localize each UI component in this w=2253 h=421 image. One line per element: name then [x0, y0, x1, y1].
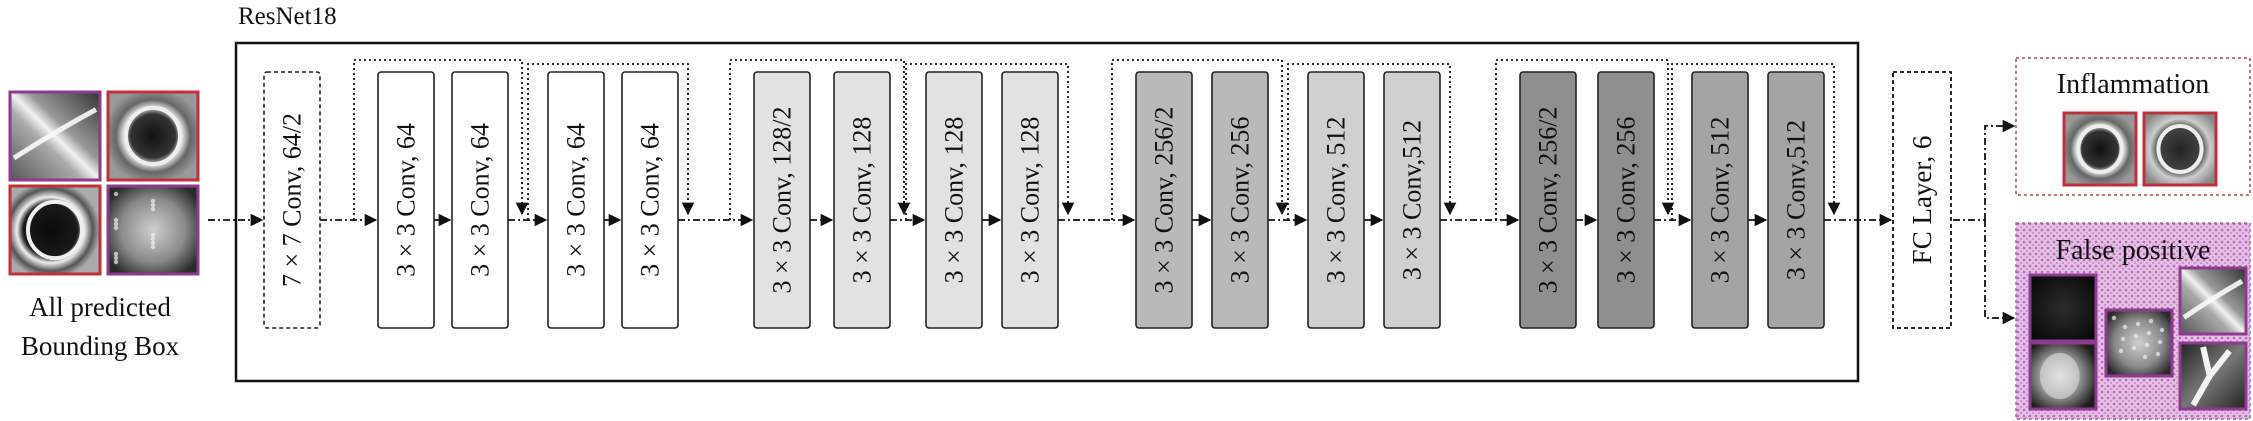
conv-layer-12: 3 × 3 Conv, 512 [1307, 71, 1365, 329]
inflam-thumb-oval [2142, 111, 2218, 187]
thumb-streak [8, 90, 102, 182]
fp-thumb-streak [2178, 266, 2248, 336]
conv-layer-label: 3 × 3 Conv, 64 [392, 123, 421, 277]
false-positive-output: False positive [2015, 222, 2251, 420]
thumb-oval [8, 184, 102, 276]
fp-thumb-blob [2028, 341, 2098, 411]
fc-layer-label: FC Layer, 6 [1907, 136, 1937, 265]
conv-layer-4: 3 × 3 Conv, 64 [547, 71, 605, 329]
skip-connection [905, 63, 1075, 220]
conv-layer-label: 3 × 3 Conv, 64 [466, 123, 495, 277]
conv-layer-7: 3 × 3 Conv, 128 [833, 71, 891, 329]
skip-connection [353, 59, 529, 220]
conv-layer-label: 3 × 3 Conv,512 [1782, 120, 1811, 280]
skip-connection [1495, 59, 1675, 220]
conv-layer-9: 3 × 3 Conv, 128 [1001, 71, 1059, 329]
output-branch-arrows [1953, 119, 2016, 325]
conv-layer-label: 3 × 3 Conv,512 [1398, 120, 1427, 280]
inflammation-title: Inflammation [2057, 69, 2209, 100]
conv-layer-label: 3 × 3 Conv, 512 [1322, 117, 1351, 284]
conv-layer-3: 3 × 3 Conv, 64 [451, 71, 509, 329]
conv-layer-15: 3 × 3 Conv, 256 [1597, 71, 1655, 329]
conv-layer-5: 3 × 3 Conv, 64 [621, 71, 679, 329]
conv-layer-11: 3 × 3 Conv, 256 [1211, 71, 1269, 329]
thumb-texture [106, 184, 200, 276]
input-thumbnails [8, 90, 200, 276]
inflammation-thumbnails [2062, 111, 2218, 187]
conv-layer-label: 3 × 3 Conv, 64 [636, 123, 665, 277]
conv-layer-17: 3 × 3 Conv,512 [1767, 71, 1825, 329]
thumb-ring [106, 90, 200, 182]
resnet-container [234, 41, 1860, 383]
false-positive-title: False positive [2056, 235, 2211, 266]
conv-layer-8: 3 × 3 Conv, 128 [925, 71, 983, 329]
input-caption-line2: Bounding Box [21, 331, 180, 361]
conv-layer-label: 3 × 3 Conv, 128 [940, 117, 969, 284]
conv-layer-label: 3 × 3 Conv, 256/2 [1534, 106, 1563, 293]
conv-layer-label: 3 × 3 Conv, 512 [1706, 117, 1735, 284]
conv-layer-label: 3 × 3 Conv, 64 [562, 123, 591, 277]
skip-connection [527, 63, 695, 220]
conv-layer-2: 3 × 3 Conv, 64 [377, 71, 435, 329]
conv-layer-label: 3 × 3 Conv, 256 [1612, 117, 1641, 284]
conv-layer-label: 3 × 3 Conv, 256/2 [1150, 106, 1179, 293]
skip-connection [1287, 63, 1457, 220]
conv-layer-label: 3 × 3 Conv, 128 [848, 117, 877, 284]
conv-layer-1: 7 × 7 Conv, 64/2 [263, 71, 321, 329]
conv-layer-label: 3 × 3 Conv, 128 [1016, 117, 1045, 284]
skip-connection [729, 59, 911, 220]
inflammation-output: Inflammation [2015, 57, 2251, 196]
input-caption-line1: All predicted [29, 292, 171, 322]
conv-layer-label: 7 × 7 Conv, 64/2 [278, 113, 307, 287]
conv-layer-label: 3 × 3 Conv, 128/2 [768, 106, 797, 293]
false-positive-thumbnails [2028, 266, 2248, 411]
skip-connection [1671, 63, 1841, 220]
conv-layer-14: 3 × 3 Conv, 256/2 [1519, 71, 1577, 329]
conv-layer-6: 3 × 3 Conv, 128/2 [753, 71, 811, 329]
conv-layer-13: 3 × 3 Conv,512 [1383, 71, 1441, 329]
skip-connections [353, 59, 1841, 220]
conv-layers: 7 × 7 Conv, 64/2 3 × 3 Conv, 64 3 × 3 Conv… [263, 71, 1825, 329]
conv-layer-10: 3 × 3 Conv, 256/2 [1135, 71, 1193, 329]
inflam-thumb-ring [2062, 111, 2138, 187]
skip-connection [1111, 59, 1289, 220]
fc-layer: FC Layer, 6 [1892, 71, 1952, 329]
conv-layer-label: 3 × 3 Conv, 256 [1226, 117, 1255, 284]
fp-thumb-texture [2104, 308, 2174, 378]
conv-layer-16: 3 × 3 Conv, 512 [1691, 71, 1749, 329]
fp-thumb-dark [2028, 273, 2098, 343]
network-title: ResNet18 [238, 3, 337, 30]
fp-thumb-fork [2178, 341, 2248, 411]
